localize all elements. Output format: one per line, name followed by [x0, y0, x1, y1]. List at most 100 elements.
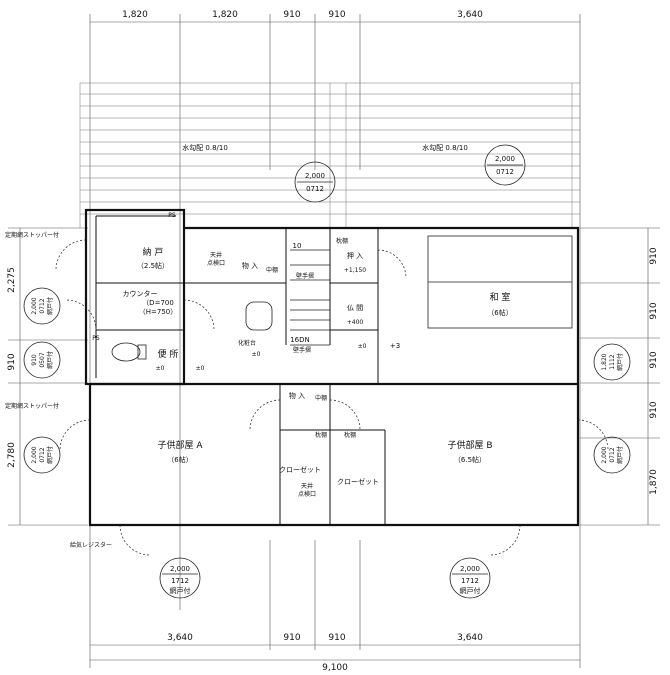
- ps-label: PS: [168, 212, 176, 219]
- dimension-grid: [8, 14, 660, 668]
- window-bottom-right: 2,000 1712 網戸付: [449, 557, 491, 599]
- level-label-a: ±0: [156, 365, 165, 372]
- window-left-upper: 2,000 0712 網戸付: [23, 287, 61, 325]
- window-top-center: 2,000 0712: [294, 161, 336, 203]
- closet-mid-label: 物 入: [289, 391, 305, 400]
- window-note: 網戸付: [616, 446, 624, 464]
- window-size: 2,000: [460, 565, 480, 573]
- room-washitsu: 和 室: [490, 291, 511, 303]
- window-right-small: 1,820 1112 網戸付: [593, 343, 631, 381]
- step-number: 10: [293, 242, 302, 250]
- ceiling-hatch-label-4: 点検口: [298, 490, 316, 498]
- room-child-b: 子供部屋 B: [447, 439, 492, 451]
- closet-a-label: クローゼット: [279, 465, 321, 474]
- level-label-plus3: +3: [390, 342, 400, 350]
- window-size: 910: [31, 354, 38, 366]
- room-child-a-size: （6帖）: [167, 455, 192, 464]
- window-code: 0507: [39, 352, 46, 367]
- window-code: 1712: [461, 577, 479, 585]
- stopper-note-bottom: 定期網ストッパー付: [5, 402, 59, 410]
- stairs-rail: 壁手摺: [293, 346, 311, 354]
- window-note: 網戸付: [460, 586, 481, 595]
- window-code: 0712: [39, 298, 46, 313]
- dim-top-1: 1,820: [122, 10, 148, 20]
- dim-right-4: 910: [649, 401, 659, 418]
- window-code: 1712: [171, 577, 189, 585]
- dim-bottom-1: 3,640: [167, 633, 193, 643]
- dim-bottom-3: 910: [328, 633, 345, 643]
- window-code: 0712: [496, 168, 514, 176]
- ceiling-hatch-label-3: 天井: [301, 482, 313, 490]
- counter-label: カウンター: [123, 289, 158, 298]
- dim-top-4: 910: [328, 10, 345, 20]
- level-label-b: ±0: [196, 365, 205, 372]
- window-note: 網戸付: [170, 586, 191, 595]
- window-note: 網戸付: [46, 351, 54, 369]
- ps-label-2: PS: [92, 335, 100, 342]
- window-note: 網戸付: [46, 297, 54, 315]
- dim-right-1: 910: [649, 247, 659, 264]
- oshiire-label: 押 入: [347, 251, 363, 260]
- interior-walls: [96, 228, 573, 525]
- dim-left-2: 910: [7, 353, 17, 370]
- ceiling-hatch-label: 天井: [210, 251, 222, 259]
- window-size: 2,000: [170, 565, 190, 573]
- window-bottom-left: 2,000 1712 網戸付: [159, 557, 201, 599]
- window-top-right: 2,000 0712: [484, 144, 526, 186]
- level-label-1150: +1,150: [344, 267, 366, 274]
- window-size: 2,000: [495, 155, 515, 163]
- window-size: 2,000: [601, 446, 608, 463]
- level-label-400: +400: [347, 319, 364, 326]
- shelf-label-2: 中棚: [315, 394, 327, 402]
- dim-left-1: 2,275: [7, 267, 17, 293]
- window-note: 網戸付: [46, 446, 54, 464]
- exterior-walls: [84, 208, 580, 527]
- window-code: 0712: [609, 447, 616, 462]
- pillow-shelf-label-3: 枕棚: [344, 431, 356, 439]
- counter-height: （H=750）: [139, 308, 178, 316]
- roof-slope-left: 水勾配 0.8/10: [182, 143, 228, 152]
- window-left-small: 910 0507 網戸付: [23, 341, 61, 379]
- room-child-b-size: （6.5帖）: [454, 455, 486, 464]
- window-size: 2,000: [31, 297, 38, 314]
- window-right-lower: 2,000 0712 網戸付: [593, 436, 631, 474]
- window-code: 0712: [306, 185, 324, 193]
- counter-depth: （D=700: [142, 299, 174, 307]
- stairs-label: 16DN: [290, 336, 310, 344]
- dim-top-3: 910: [283, 10, 300, 20]
- dim-top-2: 1,820: [212, 10, 238, 20]
- register-note: 給気レジスター: [70, 541, 112, 549]
- butsuma-label: 仏 間: [347, 304, 363, 312]
- closet-b-label: クローゼット: [337, 477, 379, 486]
- dim-right-2: 910: [649, 302, 659, 319]
- washbasin-label: 化粧台: [238, 339, 256, 347]
- dim-total: 9,100: [322, 663, 348, 673]
- dim-left-3: 2,780: [7, 442, 17, 468]
- door-swings: [55, 239, 609, 556]
- level-label-c: ±0: [252, 351, 261, 358]
- roof-area: [79, 82, 580, 228]
- dim-top-5: 3,640: [457, 10, 483, 20]
- room-washitsu-size: （6帖）: [487, 308, 512, 317]
- window-size: 2,000: [305, 172, 325, 180]
- window-note: 網戸付: [616, 353, 624, 371]
- stair-rail-label: 壁手摺: [296, 272, 314, 280]
- window-code: 0712: [39, 447, 46, 462]
- window-code: 1112: [609, 354, 616, 369]
- shelf-label: 中棚: [266, 266, 278, 274]
- window-size: 2,000: [31, 446, 38, 463]
- ceiling-hatch-label-2: 点検口: [207, 259, 225, 267]
- dim-bottom-4: 3,640: [457, 633, 483, 643]
- stopper-note-top: 定期網ストッパー付: [5, 231, 59, 239]
- dim-right-5: 1,870: [649, 469, 659, 495]
- window-left-lower: 2,000 0712 網戸付: [23, 436, 61, 474]
- room-toilet: 便 所: [158, 348, 179, 360]
- room-storage: 納 戸: [143, 246, 164, 258]
- window-size: 1,820: [601, 353, 608, 370]
- level-label-d: ±0: [358, 343, 367, 350]
- pillow-shelf-label-2: 枕棚: [315, 431, 327, 439]
- closet-top-label: 物 入: [242, 261, 258, 270]
- roof-slope-right: 水勾配 0.8/10: [422, 143, 468, 152]
- room-storage-size: （2.5帖）: [137, 261, 169, 270]
